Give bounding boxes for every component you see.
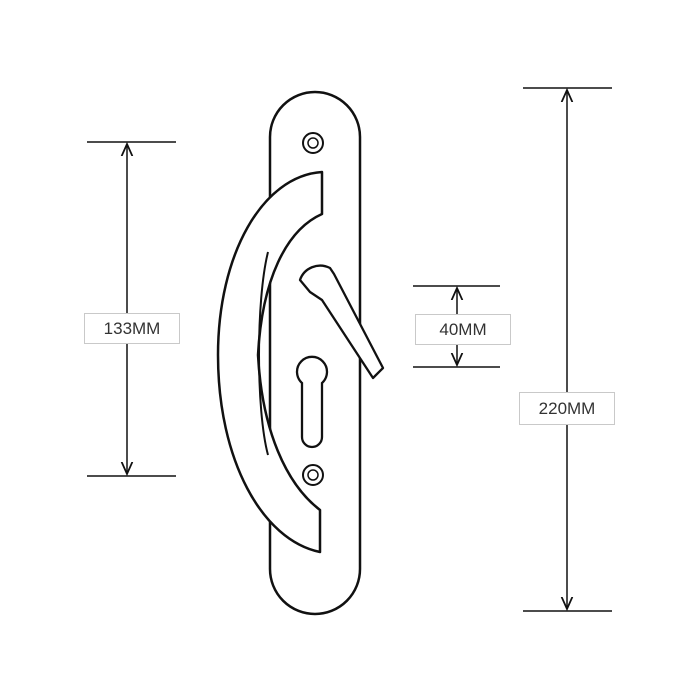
pull-handle [216,170,324,554]
lever-latch [298,264,385,380]
top-screw-hole-icon [302,132,324,154]
handle-grip-line [258,251,269,456]
dimension-label-220: 220MM [519,392,615,425]
dimension-label-133: 133MM [84,313,180,344]
keyhole-icon [295,355,329,449]
dimension-label-40: 40MM [415,314,511,345]
bottom-screw-hole-icon [302,464,324,486]
